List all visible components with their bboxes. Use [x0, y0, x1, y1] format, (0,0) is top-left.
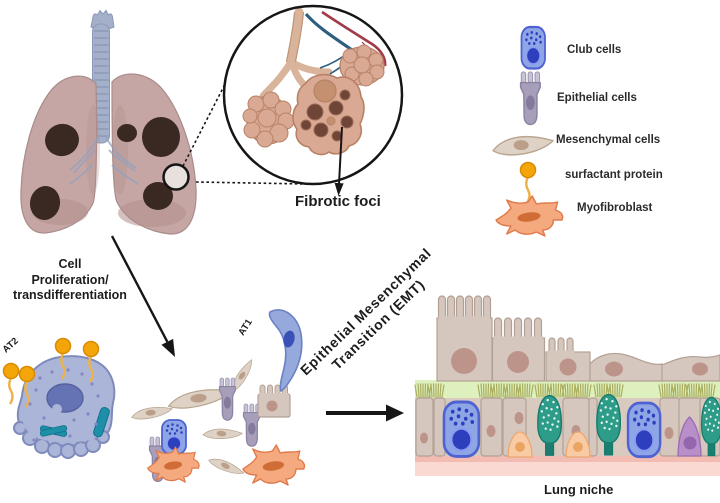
fibrotic-patch: [29, 186, 61, 220]
legend-label-surfactant-protein: surfactant protein: [565, 169, 663, 181]
cell-cluster: [130, 309, 306, 486]
emt-arrow: [326, 404, 404, 422]
columnar-cell: [415, 397, 434, 457]
legend-label-epithelial-cells: Epithelial cells: [557, 92, 637, 104]
columnar-cell: [659, 397, 681, 457]
hyperplastic-cell: [491, 317, 546, 382]
legend-icons: [492, 25, 564, 237]
lungs-illustration: [20, 9, 197, 235]
alveolar-sac: [339, 44, 385, 87]
brush-border-cell: [257, 384, 291, 418]
cell-proliferation-label: Cell Proliferation/ transdifferentiation: [13, 257, 127, 303]
legend-label-myofibroblast: Myofibroblast: [577, 202, 653, 214]
myofibroblast: [242, 444, 306, 486]
basal-cell: [565, 431, 591, 458]
mesenchymal-cell: [207, 453, 246, 480]
fibrotic-foci-arrow: [334, 126, 344, 196]
basement-membrane: [415, 455, 720, 462]
lung-niche-panel: [414, 295, 720, 476]
alveoli-inset: [222, 4, 404, 196]
mesenchymal-cell: [130, 405, 174, 421]
fibrotic-patch: [143, 182, 173, 210]
fibrotic-alveolus: [292, 73, 365, 156]
legend-label-mesenchymal-cells: Mesenchymal cells: [556, 134, 661, 146]
fibrotic-foci-label: Fibrotic foci: [295, 193, 381, 210]
club-cell: [626, 401, 662, 459]
columnar-cell: [588, 397, 598, 457]
legend-myofibroblast-icon: [495, 195, 564, 237]
alveolar-sac: [242, 91, 295, 148]
bronchial-tree: [69, 134, 139, 185]
at2-cell: [2, 337, 116, 459]
hyperplastic-cell: [545, 337, 591, 382]
columnar-cell: [480, 397, 503, 457]
proliferation-arrow: [110, 235, 175, 357]
hyperplastic-cell: [589, 352, 664, 382]
mesenchymal-cell: [202, 426, 244, 442]
legend-mesenchymal-cell-icon: [492, 135, 554, 156]
epithelial-cell: [218, 377, 236, 421]
lung-niche-label: Lung niche: [544, 482, 614, 497]
at1-nucleus: [283, 330, 295, 348]
legend-label-club-cells: Club cells: [567, 44, 622, 56]
fibrotic-patch: [45, 123, 79, 157]
hyperplastic-cell: [436, 295, 493, 382]
basal-cell: [507, 431, 533, 458]
club-cell: [442, 400, 481, 458]
legend-club-cell-icon: [520, 25, 547, 70]
magnifier-circle: [162, 163, 190, 191]
lamellar-body: [93, 407, 110, 438]
fibrotic-patch: [142, 117, 180, 157]
surfactant-lollipop: [2, 362, 20, 406]
hyperplastic-cell: [661, 354, 720, 382]
fibrotic-patch: [117, 124, 137, 142]
at1-cell: [268, 309, 303, 392]
purple-cell: [677, 416, 702, 457]
legend-epithelial-cell-icon: [519, 71, 541, 126]
